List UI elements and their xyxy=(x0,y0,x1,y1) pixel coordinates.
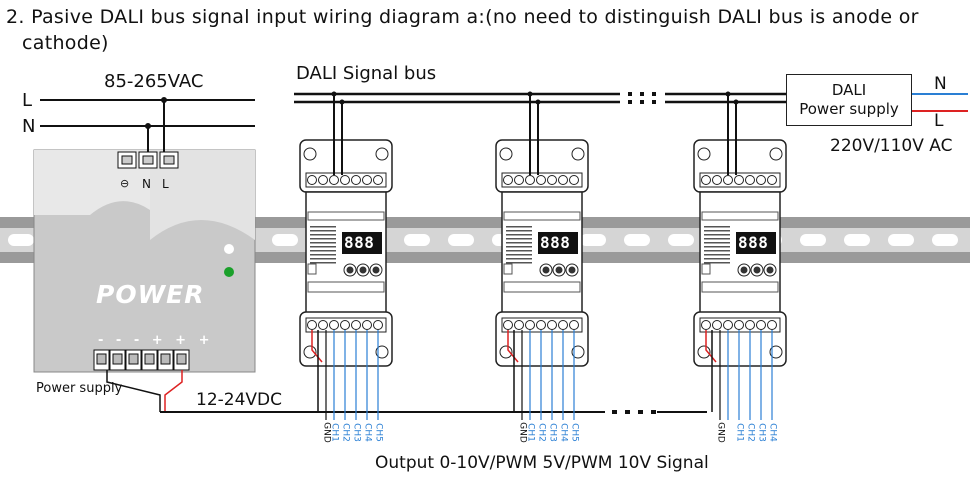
dc-bus-break-dots xyxy=(612,410,656,414)
channel-label-ch4: CH4 xyxy=(362,423,373,442)
psu-term-ground: ⊖ xyxy=(120,177,130,190)
psu-term-n: N xyxy=(142,177,151,191)
line-n-label: N xyxy=(22,116,36,137)
dali-ps-title: DALI xyxy=(831,81,867,99)
converter-module-1 xyxy=(299,91,393,420)
psu-dc-terminals xyxy=(93,349,190,371)
module-display-1: 888 xyxy=(344,233,375,252)
status-led-white xyxy=(224,244,234,254)
channel-label-ch3: CH3 xyxy=(351,423,362,442)
channel-label-ch3: CH3 xyxy=(756,423,767,442)
channel-label-ch5: CH5 xyxy=(569,423,580,442)
channel-label-ch2: CH2 xyxy=(536,423,547,442)
status-led-green xyxy=(224,267,234,277)
converter-module-2 xyxy=(495,91,589,420)
converter-modules xyxy=(299,91,787,420)
dali-power-supply-box: DALI Power supply xyxy=(786,74,912,126)
diagram-title-cont: cathode) xyxy=(22,32,109,54)
channel-label-gnd: GND xyxy=(715,422,726,443)
psu-term-l: L xyxy=(162,177,169,191)
channel-label-ch1: CH1 xyxy=(525,423,536,442)
output-signal-label: Output 0-10V/PWM 5V/PWM 10V Signal xyxy=(375,453,709,473)
psu-label: Power supply xyxy=(36,381,123,396)
power-supply-panel xyxy=(150,150,255,240)
dc-positive-wire xyxy=(164,370,183,412)
ac-voltage-label: 85-265VAC xyxy=(104,71,204,92)
line-l-label: L xyxy=(22,90,33,111)
channel-label-ch3: CH3 xyxy=(547,423,558,442)
channel-label-ch4: CH4 xyxy=(558,423,569,442)
dali-ps-n-label: N xyxy=(934,74,947,94)
psu-polarity-marks: - - - + + + xyxy=(98,333,214,348)
module-display-3: 888 xyxy=(738,233,769,252)
channel-label-ch1: CH1 xyxy=(734,423,745,442)
channel-label-ch4: CH4 xyxy=(767,423,778,442)
module-display-2: 888 xyxy=(540,233,571,252)
channel-label-ch1: CH1 xyxy=(329,423,340,442)
dc-negative-wire xyxy=(106,370,161,412)
dali-ps-subtitle: Power supply xyxy=(799,100,899,118)
dali-ps-voltage: 220V/110V AC xyxy=(830,136,953,156)
channel-label-ch2: CH2 xyxy=(340,423,351,442)
dali-ps-l-label: L xyxy=(934,111,944,131)
dali-bus-break-dots xyxy=(628,92,656,104)
channel-label-ch2: CH2 xyxy=(745,423,756,442)
converter-module-3 xyxy=(693,91,787,420)
dali-bus-label: DALI Signal bus xyxy=(296,63,437,84)
diagram-title: 2. Pasive DALI bus signal input wiring d… xyxy=(6,6,919,28)
psu-brand-text: POWER xyxy=(96,280,205,309)
dc-voltage-label: 12-24VDC xyxy=(196,390,282,410)
psu-ac-terminals xyxy=(117,151,179,169)
channel-label-ch5: CH5 xyxy=(373,423,384,442)
